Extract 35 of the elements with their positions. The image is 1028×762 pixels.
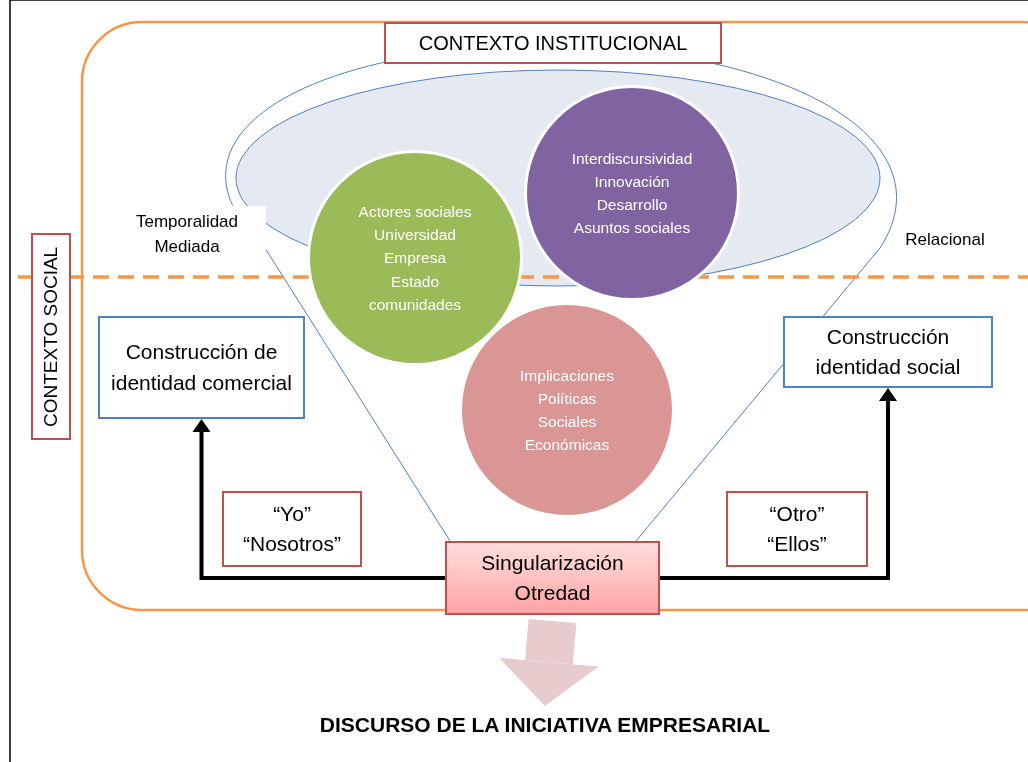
node-text: Sociales bbox=[537, 412, 597, 432]
node-text: CONTEXTO SOCIAL bbox=[39, 246, 63, 427]
pronoun-box bbox=[726, 491, 868, 567]
identity-box bbox=[783, 316, 993, 388]
block-arrow bbox=[499, 618, 599, 706]
node-text: Implicaciones bbox=[520, 365, 614, 386]
identity-box bbox=[98, 316, 305, 419]
arrow bbox=[660, 388, 897, 580]
pronoun-box bbox=[222, 491, 362, 567]
node-text: CONTEXTO INSTITUCIONAL bbox=[418, 30, 688, 56]
node-text: Universidad bbox=[374, 225, 456, 246]
node-text: “Ellos” bbox=[767, 531, 827, 557]
node-text: “Yo” bbox=[273, 500, 311, 527]
context-label-box bbox=[31, 233, 71, 440]
side-label: Relacional bbox=[904, 229, 986, 251]
node-text: “Otro” bbox=[769, 500, 825, 527]
node-text: Otredad bbox=[514, 580, 591, 606]
node-text: Asuntos sociales bbox=[573, 218, 691, 239]
node-text: Construcción de identidad comercial bbox=[110, 339, 293, 396]
context-label-box bbox=[384, 22, 722, 64]
node-text: Innovación bbox=[594, 171, 670, 192]
node-text: Singularización bbox=[481, 549, 624, 576]
node-text: Políticas bbox=[537, 388, 597, 409]
node-text: “Nosotros” bbox=[243, 531, 341, 557]
node-text: Estado bbox=[390, 271, 440, 292]
node-text: Empresa bbox=[384, 248, 446, 269]
process-box bbox=[445, 541, 660, 615]
arrow bbox=[192, 419, 445, 580]
conclusion-heading: DISCURSO DE LA INICIATIVA EMPRESARIAL bbox=[270, 706, 820, 744]
node-text: Actores sociales bbox=[358, 201, 472, 222]
node-text: Interdiscursividad bbox=[571, 148, 693, 169]
node-text: comunidades bbox=[368, 294, 462, 315]
node-text: Construcción identidad social bbox=[814, 323, 962, 380]
node-text: Desarrollo bbox=[596, 195, 668, 215]
node-text: Económicas bbox=[524, 435, 610, 456]
